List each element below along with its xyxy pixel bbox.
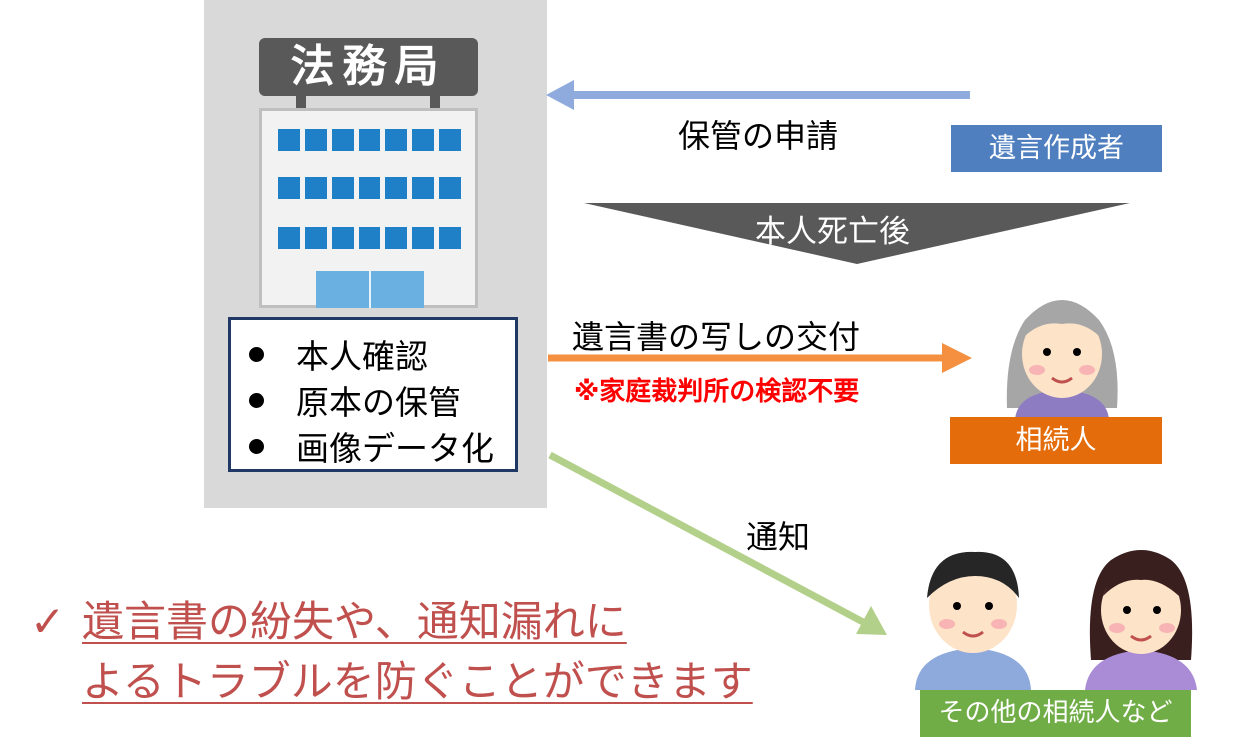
bullet-icon [249, 392, 264, 408]
bullet-icon [249, 438, 264, 454]
task-label: 原本の保管 [296, 383, 461, 422]
conclusion-line-2-text: よるトラブルを防ぐことができます [82, 657, 753, 706]
other-heirs-icon [915, 550, 1197, 690]
window-row [278, 129, 462, 151]
other-heirs-label: その他の相続人など [920, 690, 1191, 737]
no-probate-note: ※家庭裁判所の検認不要 [574, 377, 860, 407]
conclusion-text: ✓ 遺言書の紛失や、通知漏れに よるトラブルを防ぐことができます [30, 596, 753, 708]
bureau-sign: 法務局 [259, 38, 478, 96]
check-icon: ✓ [30, 597, 66, 646]
notification-arrow [548, 451, 887, 635]
heir-person-icon [1006, 300, 1118, 420]
notification-label: 通知 [746, 518, 811, 556]
copy-issuance-label: 遺言書の写しの交付 [572, 318, 861, 356]
sign-leg-right [430, 96, 440, 108]
window-row [278, 227, 462, 249]
conclusion-line-1-text: 遺言書の紛失や、通知漏れに [82, 597, 627, 646]
after-death-label: 本人死亡後 [755, 214, 910, 250]
will-creator-label: 遺言作成者 [951, 125, 1162, 172]
task-label: 本人確認 [296, 337, 428, 376]
heir-label: 相続人 [950, 417, 1162, 464]
door-icon [316, 271, 424, 308]
conclusion-line-2: よるトラブルを防ぐことができます [30, 656, 753, 708]
copy-issuance-arrow [548, 343, 972, 373]
task-item: 本人確認 [249, 330, 428, 378]
task-item: 画像データ化 [249, 422, 494, 470]
window-row [278, 177, 462, 199]
after-death-triangle [584, 203, 1130, 264]
bureau-building-icon [259, 108, 478, 308]
bureau-tasks-box: 本人確認 原本の保管 画像データ化 [228, 317, 518, 472]
task-item: 原本の保管 [249, 376, 461, 424]
conclusion-line-1: ✓ 遺言書の紛失や、通知漏れに [30, 596, 753, 648]
storage-request-arrow [546, 80, 970, 110]
bullet-icon [249, 346, 264, 362]
storage-request-label: 保管の申請 [678, 117, 839, 155]
task-label: 画像データ化 [296, 429, 494, 468]
sign-leg-left [296, 96, 306, 108]
